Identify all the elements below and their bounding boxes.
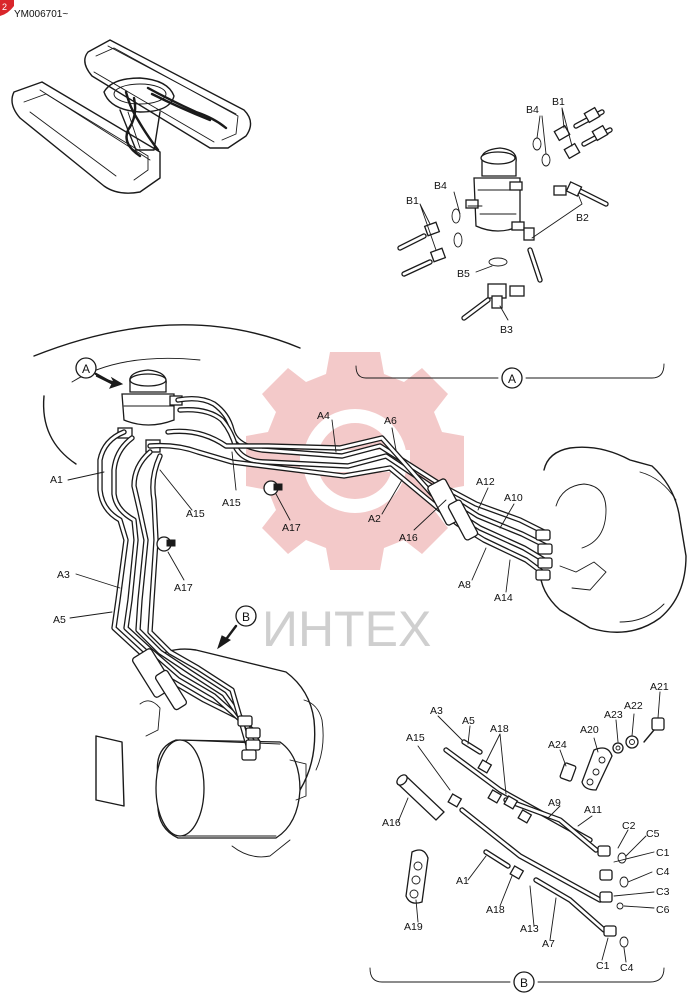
label-a5: A5 [53, 614, 66, 626]
model-code: YM006701~ [14, 9, 68, 20]
detail-a-callout: A [508, 372, 516, 386]
label-a13: A13 [520, 923, 539, 935]
brand-corner-icon: 2 [0, 0, 14, 16]
watermark-text: ИНТЕХ [262, 601, 431, 657]
label-a24: A24 [548, 739, 567, 751]
hose-clamp-a17-upper [263, 480, 283, 496]
label-b5: B5 [457, 268, 470, 280]
label-c2: C2 [622, 820, 636, 832]
detail-b-callout: B [520, 976, 528, 990]
label-a4: A4 [317, 410, 330, 422]
label-a21: A21 [650, 681, 669, 693]
label-a15-detail-b: A15 [406, 732, 425, 744]
label-b3: B3 [500, 324, 513, 336]
arrow-b-icon [217, 624, 238, 650]
detail-b-labels: A21 A3 A5 A18 A22 A23 A20 A15 A24 A9 A11… [382, 681, 670, 974]
label-a1-detail-b: A1 [456, 875, 469, 887]
main-callout-b: B [242, 610, 250, 624]
motor-fittings-lower [237, 715, 261, 761]
label-a3-detail-b: A3 [430, 705, 443, 717]
detail-a-bracket: A [355, 363, 665, 389]
label-a2: A2 [368, 513, 381, 525]
detail-a-labels: B4 B1 B4 B1 B2 B5 B3 [406, 96, 589, 336]
label-a15-right: A15 [186, 508, 205, 520]
label-c1-upper: C1 [656, 847, 670, 859]
label-a11: A11 [584, 804, 602, 816]
label-c4-lower: C4 [620, 962, 634, 974]
label-b4-upper: B4 [526, 104, 539, 116]
label-a17-upper: A17 [282, 522, 301, 534]
label-b1-left: B1 [406, 195, 419, 207]
detail-b-parts [396, 691, 665, 963]
label-a7: A7 [542, 938, 555, 950]
label-a19: A19 [404, 921, 423, 933]
pipe-clamp-upper [427, 478, 479, 541]
main-callout-a: A [82, 362, 90, 376]
arrow-a-icon [94, 372, 124, 389]
label-a15-left: A15 [222, 497, 241, 509]
label-c1-lower: C1 [596, 960, 610, 972]
label-b1-upper: B1 [552, 96, 565, 108]
detail-b-bracket: B [369, 967, 665, 993]
detail-a-swivel-joint [397, 106, 613, 321]
watermark-gear-icon [246, 352, 464, 570]
label-a12: A12 [476, 476, 495, 488]
label-a1: A1 [50, 474, 63, 486]
label-c6: C6 [656, 904, 670, 916]
label-b4-left: B4 [434, 180, 447, 192]
motor-fittings-right [535, 529, 553, 581]
label-a16-detail-b: A16 [382, 817, 401, 829]
label-a20: A20 [580, 724, 599, 736]
label-a23: A23 [604, 709, 623, 721]
label-a10: A10 [504, 492, 523, 504]
label-a22: A22 [624, 700, 643, 712]
label-a8: A8 [458, 579, 471, 591]
label-c5: C5 [646, 828, 660, 840]
label-c4-upper: C4 [656, 866, 670, 878]
main-assembly: A B [33, 324, 687, 858]
label-a5-detail-b: A5 [462, 715, 475, 727]
label-a3: A3 [57, 569, 70, 581]
svg-text:2: 2 [2, 2, 7, 12]
label-a9: A9 [548, 797, 561, 809]
label-c3: C3 [656, 886, 670, 898]
undercarriage-overview [11, 39, 252, 194]
label-a16: A16 [399, 532, 418, 544]
label-a6: A6 [384, 415, 397, 427]
label-a18-lower: A18 [486, 904, 505, 916]
main-labels: A4 A6 A1 A15 A15 A17 A2 A16 A12 A10 A3 A… [50, 410, 523, 626]
label-a14: A14 [494, 592, 513, 604]
label-b2: B2 [576, 212, 589, 224]
hose-clamp-a17-lower [156, 536, 176, 552]
pipe-clamp-lower [131, 648, 188, 711]
label-a18-upper: A18 [490, 723, 509, 735]
label-a17-lower: A17 [174, 582, 193, 594]
